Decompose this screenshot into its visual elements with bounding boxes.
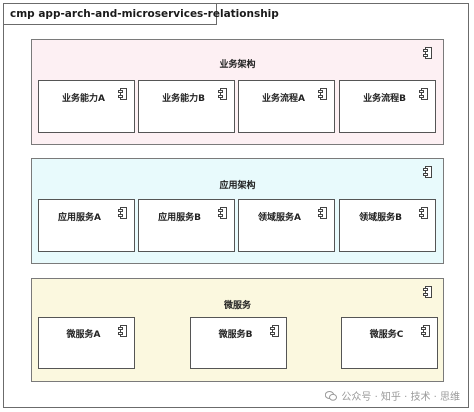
component-box: 应用服务B bbox=[138, 199, 235, 252]
component-label: 应用服务B bbox=[158, 213, 201, 223]
component-icon bbox=[318, 207, 327, 219]
diagram-title: cmp app-arch-and-microservices-relations… bbox=[10, 8, 279, 20]
component-box: 微服务C bbox=[341, 317, 438, 369]
group-title: 业务架构 bbox=[219, 60, 256, 70]
component-label: 微服务A bbox=[66, 330, 101, 340]
group-microservices: 微服务 微服务A 微服务B 微服务C bbox=[31, 278, 444, 382]
component-icon bbox=[419, 207, 428, 219]
component-icon bbox=[423, 286, 432, 298]
component-box: 微服务B bbox=[190, 317, 287, 369]
component-label: 业务能力B bbox=[162, 94, 205, 104]
component-box: 微服务A bbox=[38, 317, 135, 369]
group-business-architecture: 业务架构 业务能力A 业务能力B 业务流程A 业务流程B bbox=[31, 39, 444, 145]
component-box: 领域服务B bbox=[339, 199, 436, 252]
component-label: 领域服务B bbox=[359, 213, 402, 223]
group-title: 应用架构 bbox=[219, 181, 256, 191]
component-icon bbox=[423, 47, 432, 59]
component-label: 应用服务A bbox=[58, 213, 101, 223]
component-box: 业务流程A bbox=[238, 80, 335, 133]
component-icon bbox=[419, 88, 428, 100]
component-icon bbox=[421, 325, 430, 337]
group-title: 微服务 bbox=[223, 301, 251, 311]
component-label: 领域服务A bbox=[258, 213, 301, 223]
component-icon bbox=[270, 325, 279, 337]
component-icon bbox=[318, 88, 327, 100]
watermark: 公众号 · 知乎 · 技术 · 思维 bbox=[325, 388, 460, 403]
component-box: 业务能力B bbox=[138, 80, 235, 133]
group-application-architecture: 应用架构 应用服务A 应用服务B 领域服务A 领域服务B bbox=[31, 158, 444, 264]
component-box: 业务能力A bbox=[38, 80, 135, 133]
component-icon bbox=[118, 325, 127, 337]
component-box: 应用服务A bbox=[38, 199, 135, 252]
watermark-text: 公众号 · 知乎 · 技术 · 思维 bbox=[341, 392, 460, 403]
component-icon bbox=[218, 207, 227, 219]
component-icon bbox=[118, 207, 127, 219]
component-box: 业务流程B bbox=[339, 80, 436, 133]
component-icon bbox=[423, 166, 432, 178]
component-label: 微服务B bbox=[218, 330, 253, 340]
component-icon bbox=[118, 88, 127, 100]
component-box: 领域服务A bbox=[238, 199, 335, 252]
component-label: 业务能力A bbox=[62, 94, 105, 104]
component-label: 业务流程B bbox=[363, 94, 406, 104]
diagram-title-tab: cmp app-arch-and-microservices-relations… bbox=[4, 4, 279, 25]
wechat-icon bbox=[325, 391, 338, 401]
component-label: 微服务C bbox=[369, 330, 404, 340]
component-icon bbox=[218, 88, 227, 100]
component-label: 业务流程A bbox=[262, 94, 305, 104]
